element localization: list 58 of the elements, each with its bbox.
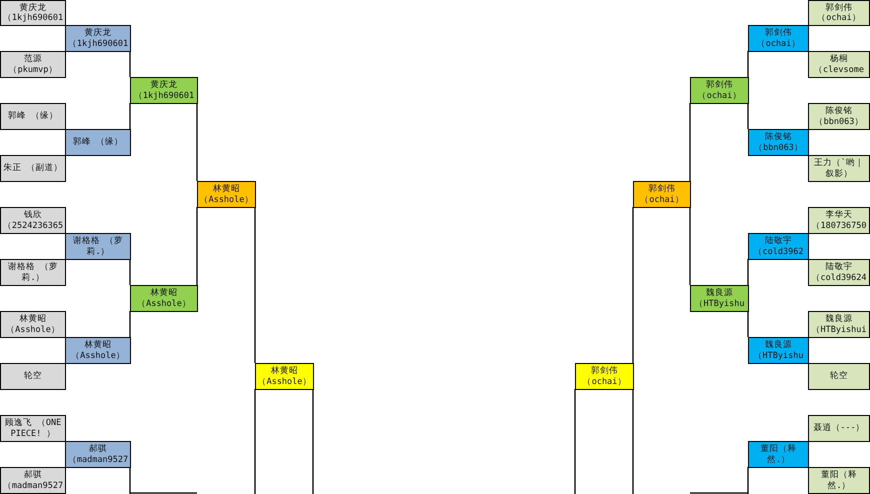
bracket-line [747, 467, 749, 494]
player-box: 轮空 [808, 363, 870, 390]
player-box: 郭剑伟 （ochai） [808, 0, 870, 26]
player-box: 郝骐 （madman9527 [0, 467, 66, 494]
player-box: 朱正 （副道） [0, 155, 66, 182]
player-box: 林黄昭 （Asshole） [255, 363, 314, 390]
bracket-line [747, 51, 749, 77]
player-box: 李华天 （180736750 [808, 207, 870, 234]
player-box: 黄庆龙 （1kjh690601 [130, 77, 198, 104]
bracket-line [747, 103, 749, 129]
player-box: 林黄昭 （Asshole） [197, 181, 256, 208]
player-box: 林黄昭 （Asshole） [0, 311, 66, 338]
player-box: 轮空 [0, 363, 66, 390]
player-box: 郭剑伟 （ochai） [633, 181, 691, 208]
player-box: 郭峰 （缘） [65, 129, 131, 156]
bracket-line [747, 259, 749, 285]
bracket-line [129, 311, 131, 337]
bracket-line [196, 207, 198, 285]
player-box: 顾逸飞 （ONE PIECE! ） [0, 415, 66, 442]
bracket-line [632, 389, 634, 494]
bracket-line [129, 259, 131, 285]
player-box: 黄庆龙 （1kjh690601 [65, 25, 131, 52]
player-box: 郭峰 （缘） [0, 103, 66, 130]
player-box: 范源 （pkumvp） [0, 51, 66, 78]
player-box: 林黄昭 （Asshole） [130, 285, 198, 312]
bracket-line [196, 103, 198, 181]
player-box: 钱欣 （2524236365 [0, 207, 66, 234]
player-box: 王力（`哟｜叙影） [808, 155, 870, 182]
player-box: 魏良源 （HTByishui [808, 311, 870, 338]
player-box: 郭剑伟 （ochai） [748, 25, 809, 52]
player-box: 谢格格 （萝莉.） [65, 233, 131, 260]
player-box: 郭剑伟 （ochai） [575, 363, 634, 390]
player-box: 郭剑伟 （ochai） [690, 77, 749, 104]
player-box: 谢格格 （萝莉.） [0, 259, 66, 286]
bracket-line [689, 207, 691, 285]
bracket-line [129, 467, 131, 494]
bracket-line [129, 51, 131, 77]
player-box: 魏良源 （HTByishu [690, 285, 749, 312]
player-box: 陈俊铭 （bbn063） [808, 103, 870, 130]
player-box: 陆敬宇 （cold39624 [808, 259, 870, 286]
player-box: 陈俊铭 （bbn063） [748, 129, 809, 156]
bracket-line [254, 389, 256, 494]
player-box: 黄庆龙 （1kjh690601 [0, 0, 66, 26]
player-box: 郝骐 （madman9527 [65, 441, 131, 468]
player-box: 董阳（释然.） [808, 467, 870, 494]
bracket-line [312, 389, 314, 494]
player-box: 董阳（释然.） [748, 441, 809, 468]
bracket-line [747, 311, 749, 337]
player-box: 杨桐 （clevsome [808, 51, 870, 78]
bracket-line [574, 389, 576, 494]
player-box: 林黄昭 （Asshole） [65, 337, 131, 364]
bracket-line [689, 103, 691, 181]
bracket-line [632, 207, 634, 363]
player-box: 聂逍（---） [808, 415, 870, 442]
bracket-line [254, 207, 256, 363]
bracket-line [129, 103, 131, 129]
player-box: 陆敬宇 （cold3962 [748, 233, 809, 260]
player-box: 魏良源 （HTByishu [748, 337, 809, 364]
